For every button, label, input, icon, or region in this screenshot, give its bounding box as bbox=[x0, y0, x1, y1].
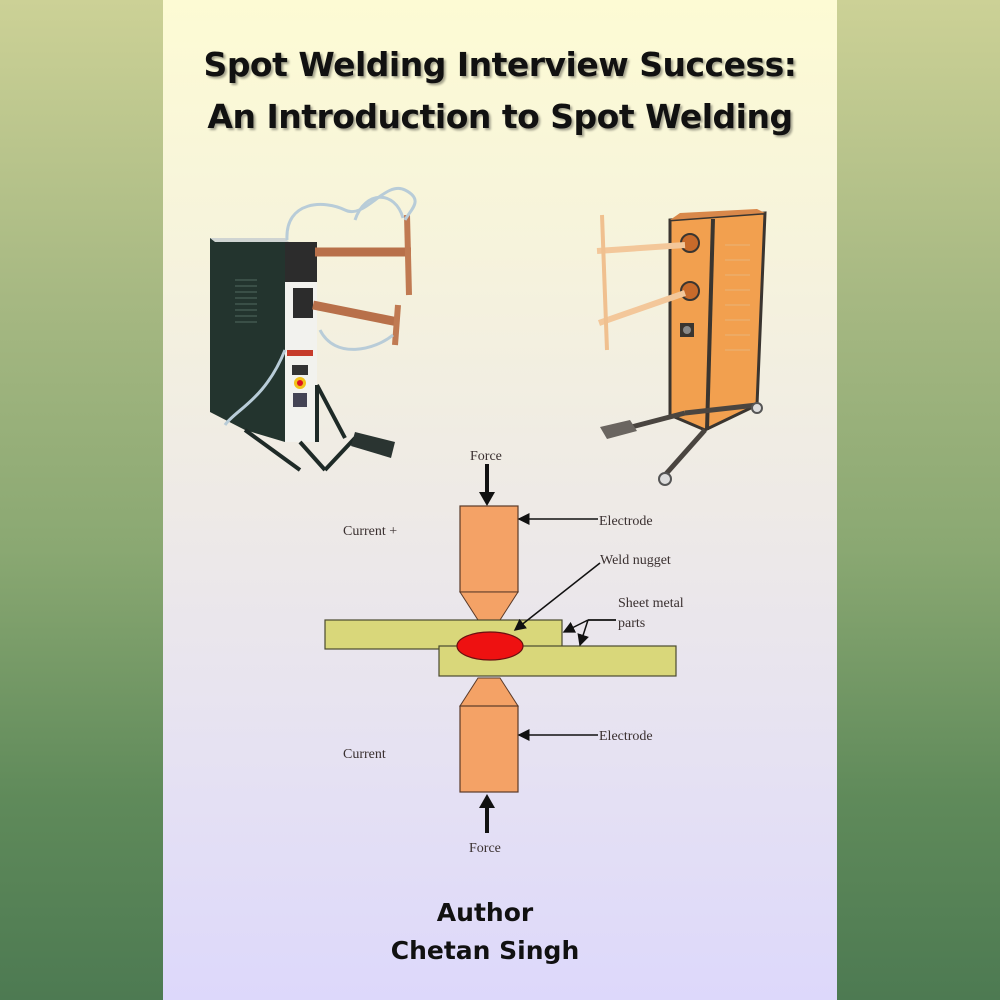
machine-cabinet bbox=[210, 238, 285, 442]
machine-image-dark bbox=[210, 186, 417, 472]
current-plus-label: Current + bbox=[343, 524, 397, 539]
electrode-label-bottom: Electrode bbox=[599, 729, 653, 744]
electrode-tip-top bbox=[459, 591, 519, 621]
electrode-label-top: Electrode bbox=[599, 514, 653, 529]
title-line-2: An Introduction to Spot Welding bbox=[207, 97, 793, 136]
current-label: Current bbox=[343, 747, 386, 762]
force-label-bottom: Force bbox=[469, 841, 501, 856]
sheet-pointer-bottom bbox=[577, 619, 589, 647]
electrode-top bbox=[459, 505, 519, 593]
force-label-top: Force bbox=[470, 449, 502, 464]
sheet-pointer-top bbox=[562, 619, 589, 633]
book-cover-panel: Spot Welding Interview Success: An Intro… bbox=[163, 0, 837, 1000]
wheel bbox=[751, 402, 763, 414]
sheet-metal-label-line1: Sheet metal bbox=[618, 596, 684, 611]
wheel bbox=[658, 472, 672, 486]
machine-cabinet bbox=[668, 211, 767, 432]
weld-nugget-pointer bbox=[513, 562, 601, 631]
sheet-metal-label-line2: parts bbox=[618, 616, 645, 631]
electrode-bottom bbox=[459, 705, 519, 793]
lower-arm bbox=[598, 290, 686, 326]
upper-arm bbox=[596, 242, 686, 254]
foot-pedal bbox=[351, 432, 395, 458]
electrode-tip-bottom bbox=[459, 677, 519, 707]
title-line-1: Spot Welding Interview Success: bbox=[203, 45, 797, 84]
foot-pedal bbox=[600, 420, 637, 439]
machine-image-orange bbox=[596, 209, 767, 486]
author-name: Chetan Singh bbox=[390, 936, 580, 965]
weld-nugget-label: Weld nugget bbox=[600, 553, 671, 568]
lower-arm bbox=[312, 300, 399, 327]
author-label: Author bbox=[436, 898, 534, 927]
sheet-metal-top bbox=[324, 619, 563, 650]
weld-nugget bbox=[456, 631, 524, 661]
